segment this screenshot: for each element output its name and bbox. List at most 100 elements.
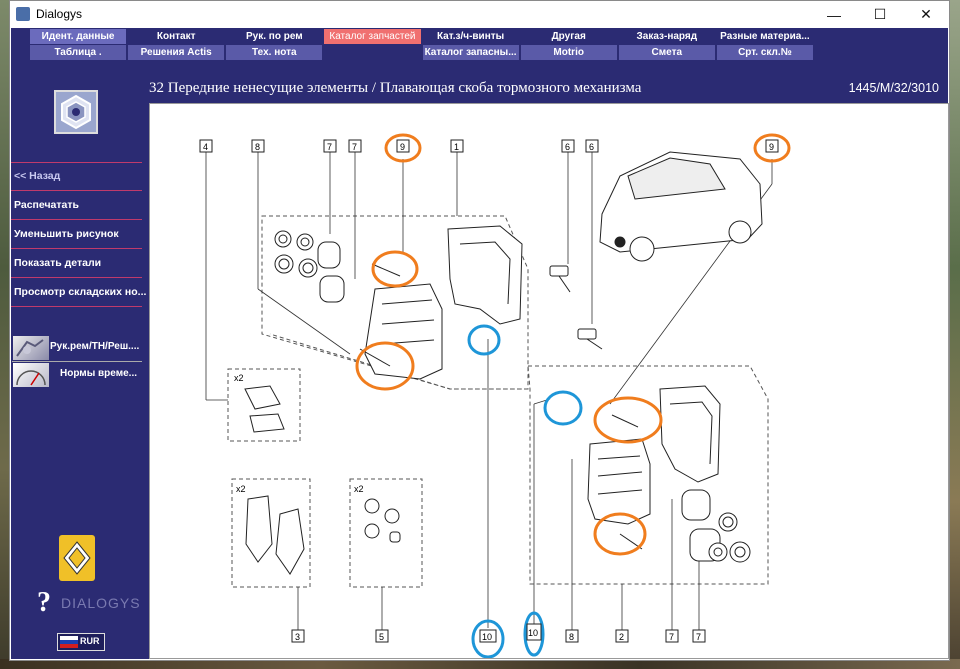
- callout-8: 8: [251, 139, 265, 153]
- highlight-blue-10-part-right: [543, 390, 583, 426]
- highlight-orange-9-top-right: [753, 133, 791, 163]
- brand-text: DIALOGYS: [61, 595, 141, 611]
- stock-numbers-button[interactable]: Просмотр складских но...: [14, 286, 147, 298]
- repair-manual-tool[interactable]: Рук.рем/ТН/Реш....: [12, 336, 142, 360]
- nav-separator: [11, 162, 142, 163]
- menu-estimate[interactable]: Смета: [618, 45, 715, 60]
- callout-label: 8: [255, 142, 260, 152]
- menu-actis-solutions[interactable]: Решения Actis: [128, 45, 225, 60]
- menu-work-order[interactable]: Заказ-наряд: [618, 29, 715, 44]
- callout-7d: 7: [692, 629, 706, 643]
- desktop-background-left: [0, 0, 10, 669]
- maximize-button[interactable]: ☐: [873, 6, 887, 22]
- menu-repair-manual[interactable]: Рук. по рем: [226, 29, 323, 44]
- seal-kit-dashed-box: [349, 478, 423, 588]
- callout-label: 10: [482, 632, 492, 642]
- callout-label: 9: [769, 142, 774, 152]
- menu-parts-catalog[interactable]: Каталог запчастей: [324, 29, 421, 44]
- time-norms-tool[interactable]: Нормы време...: [12, 363, 142, 387]
- callout-label: 5: [379, 632, 384, 642]
- menu-tech-note[interactable]: Тех. нота: [226, 45, 323, 60]
- menu-screws-catalog[interactable]: Кат.з/ч-винты: [422, 29, 519, 44]
- menu-stock-number[interactable]: Срт. скл.№: [716, 45, 813, 60]
- page-title: 32 Передние ненесущие элементы / Плавающ…: [149, 80, 642, 96]
- quantity-label: x2: [234, 373, 244, 383]
- minimize-button[interactable]: —: [827, 6, 841, 23]
- callout-3: 3: [291, 629, 305, 643]
- quantity-label: x2: [354, 484, 364, 494]
- nav-separator: [11, 277, 142, 278]
- callout-label: 7: [696, 632, 701, 642]
- callout-label: 7: [352, 142, 357, 152]
- top-menu: Идент. данные Контакт Рук. по рем Катало…: [30, 28, 815, 60]
- callout-label: 10: [528, 628, 538, 638]
- renault-logo: [59, 535, 95, 581]
- menu-row-1: Идент. данные Контакт Рук. по рем Катало…: [30, 29, 815, 44]
- spring-kit: [244, 385, 285, 433]
- close-button[interactable]: ✕: [920, 6, 932, 22]
- callout-label: 8: [569, 632, 574, 642]
- diagram-code: 1445/M/32/3010: [848, 81, 939, 95]
- menu-table[interactable]: Таблица .: [30, 45, 127, 60]
- tool-separator: [12, 361, 142, 362]
- title-bar: Dialogys — ☐ ✕: [10, 1, 949, 28]
- callout-2: 2: [615, 629, 629, 643]
- caliper-group-right-dashed-outline: [527, 365, 769, 585]
- nav-separator: [11, 190, 142, 191]
- highlight-orange-bolt-upper-right: [593, 396, 663, 444]
- back-button[interactable]: << Назад: [14, 170, 61, 182]
- callout-label: 6: [589, 142, 594, 152]
- highlight-blue-10-part-left: [467, 324, 501, 356]
- renault-diamond-icon: [63, 541, 91, 575]
- print-button[interactable]: Распечатать: [14, 199, 79, 211]
- callout-label: 9: [400, 142, 405, 152]
- sidebar: << Назад Распечатать Уменьшить рисунок П…: [11, 60, 146, 659]
- menu-misc-materials[interactable]: Разные материа...: [716, 29, 813, 44]
- callout-10-left: 10: [479, 629, 497, 643]
- menu-motrio[interactable]: Motrio: [520, 45, 617, 60]
- callout-4: 4: [199, 139, 213, 153]
- nav-separator: [11, 219, 142, 220]
- callout-8-bottom: 8: [565, 629, 579, 643]
- manual-icon: [13, 336, 49, 360]
- menu-other[interactable]: Другая: [520, 29, 617, 44]
- callout-6b: 6: [585, 139, 599, 153]
- callout-9-left: 9: [396, 139, 410, 153]
- highlight-blue-10-label-right: [523, 611, 545, 657]
- desktop-background-bottom: [0, 659, 960, 669]
- page-header: 32 Передние ненесущие элементы / Плавающ…: [149, 78, 949, 100]
- currency-selector[interactable]: RUR: [57, 633, 105, 651]
- zoom-out-button[interactable]: Уменьшить рисунок: [14, 228, 119, 240]
- callout-label: 6: [565, 142, 570, 152]
- app-icon: [16, 7, 30, 21]
- brake-pads: [245, 495, 401, 575]
- callout-label: 1: [454, 142, 459, 152]
- nav-separator: [11, 306, 142, 307]
- menu-spare-parts-catalog[interactable]: Каталог запасны...: [422, 45, 519, 60]
- brake-pads-dashed-box: [231, 478, 311, 588]
- highlight-blue-10-label-left: [471, 619, 505, 658]
- window-title: Dialogys: [36, 7, 83, 21]
- callout-6a: 6: [561, 139, 575, 153]
- menu-empty-slot: [324, 45, 420, 60]
- time-norms-label: Нормы време...: [60, 368, 138, 379]
- callout-10-right: 10: [526, 623, 542, 641]
- gauge-icon: [13, 363, 49, 387]
- menu-ident-data[interactable]: Идент. данные: [30, 29, 127, 44]
- highlight-orange-bolt-upper-left: [371, 250, 419, 288]
- callout-9-right: 9: [765, 139, 779, 153]
- callout-7b: 7: [348, 139, 362, 153]
- callout-5: 5: [375, 629, 389, 643]
- callout-1: 1: [450, 139, 464, 153]
- menu-contact[interactable]: Контакт: [128, 29, 225, 44]
- show-details-button[interactable]: Показать детали: [14, 257, 102, 269]
- spring-kit-dashed-box: [227, 368, 301, 442]
- nav-separator: [11, 248, 142, 249]
- nut-logo-button[interactable]: [54, 90, 98, 134]
- callout-label: 7: [669, 632, 674, 642]
- menu-row-2: Таблица . Решения Actis Тех. нота Катало…: [30, 45, 815, 60]
- dialogys-logo: ? DIALOGYS: [37, 587, 140, 618]
- app-window: Dialogys — ☐ ✕ Идент. данные Контакт Рук…: [9, 0, 950, 661]
- parts-diagram[interactable]: 4 8 7 7 9 1 6 6 9 3 5 10 10 8 2 7 7: [149, 103, 949, 659]
- callout-label: 4: [203, 142, 208, 152]
